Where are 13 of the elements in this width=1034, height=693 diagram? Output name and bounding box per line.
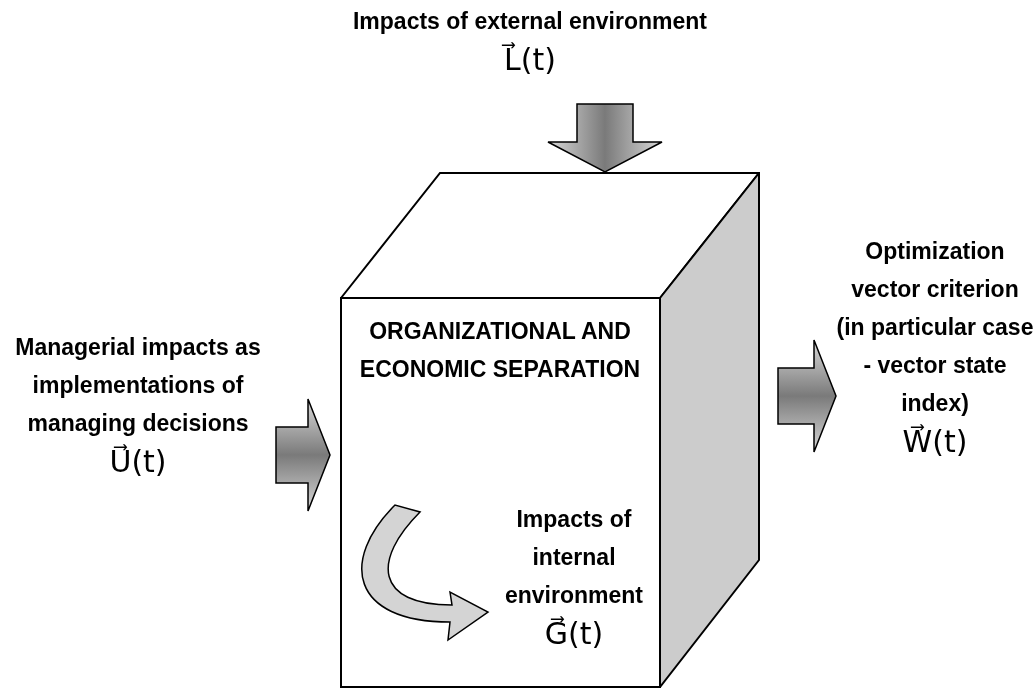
- impact-label: Impacts of internal environment: [504, 505, 644, 610]
- impact-label: Impacts of external environment: [351, 7, 708, 36]
- vector-formula: G⃗(t): [544, 615, 604, 653]
- block-arrow: [547, 103, 663, 173]
- vector-formula: U⃗(t): [109, 443, 167, 481]
- impact-label: Optimization vector criterion (in particular case - vector state index): [836, 237, 1034, 418]
- vector-formula: W⃗(t): [902, 423, 968, 461]
- block-arrow: [275, 398, 331, 512]
- curved-arrow: [361, 504, 489, 641]
- box-title: ORGANIZATIONAL AND ECONOMIC SEPARATION: [358, 317, 642, 384]
- impact-label: Managerial impacts as implementations of managing decisions: [14, 333, 262, 438]
- block-arrow: [777, 339, 837, 453]
- vector-formula: L⃗(t): [504, 41, 556, 79]
